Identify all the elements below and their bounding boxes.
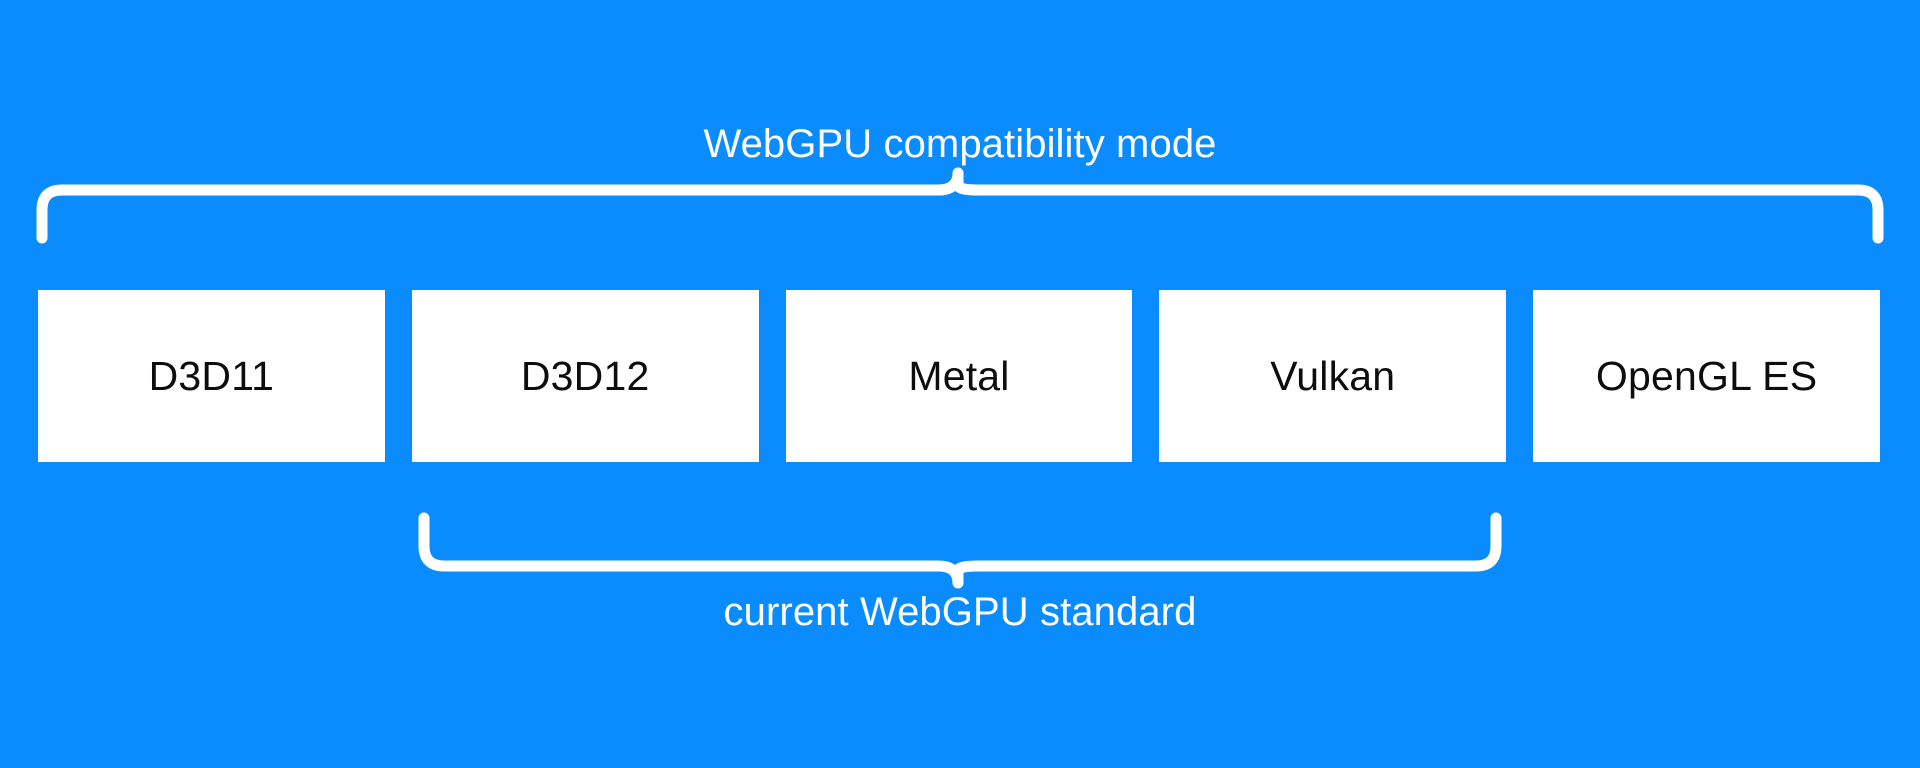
backend-box-row: D3D11 D3D12 Metal Vulkan OpenGL ES — [38, 290, 1880, 462]
top-group-label: WebGPU compatibility mode — [703, 122, 1217, 166]
bottom-brace-icon — [418, 512, 1502, 589]
backend-box-opengl-es[interactable]: OpenGL ES — [1533, 290, 1880, 462]
backend-box-label: D3D12 — [520, 352, 650, 399]
backend-box-label: OpenGL ES — [1595, 352, 1818, 399]
backend-box-label: Vulkan — [1270, 352, 1396, 399]
backend-box-d3d12[interactable]: D3D12 — [411, 290, 759, 462]
backend-box-d3d11[interactable]: D3D11 — [38, 290, 385, 462]
top-brace-icon — [36, 167, 1884, 244]
backend-box-label: Metal — [908, 352, 1010, 399]
backend-box-vulkan[interactable]: Vulkan — [1159, 290, 1507, 462]
backend-box-metal[interactable]: Metal — [785, 290, 1133, 462]
bottom-group-label: current WebGPU standard — [723, 590, 1197, 634]
backend-box-label: D3D11 — [148, 352, 275, 399]
